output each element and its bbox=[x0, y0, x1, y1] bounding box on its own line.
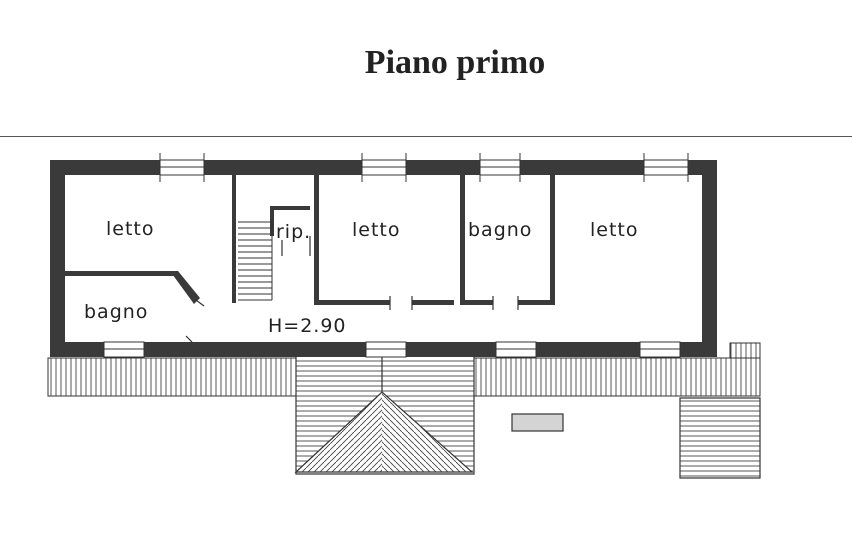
room-label-letto-2: letto bbox=[352, 219, 401, 241]
outer-walls bbox=[50, 160, 717, 357]
skylight-rect bbox=[511, 413, 564, 432]
room-label-bagno-1: bagno bbox=[468, 219, 532, 241]
internal-stair bbox=[238, 221, 273, 301]
room-label-letto-3: letto bbox=[590, 219, 639, 241]
divider-line bbox=[0, 136, 852, 137]
interior-walls bbox=[65, 175, 555, 305]
ceiling-height-label: H=2.90 bbox=[268, 315, 347, 337]
room-label-ripostiglio: rip. bbox=[276, 221, 311, 243]
room-label-bagno-2: bagno bbox=[84, 301, 148, 323]
central-roof bbox=[294, 355, 475, 475]
page-title: Piano primo bbox=[364, 44, 546, 81]
external-stair bbox=[679, 397, 761, 479]
room-label-letto-1: letto bbox=[106, 218, 155, 240]
door-marks bbox=[185, 236, 519, 343]
